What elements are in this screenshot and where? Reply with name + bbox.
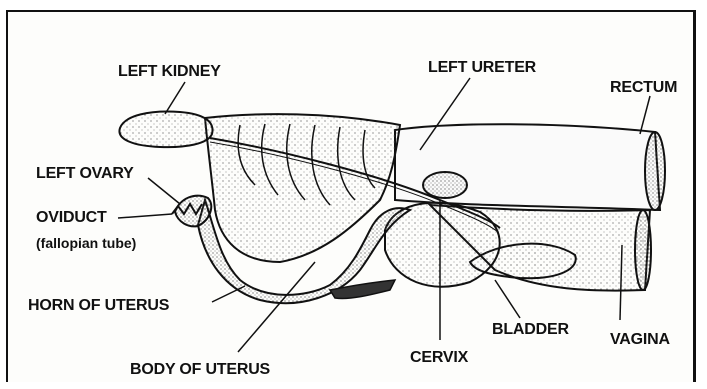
label-fallopian-tube: (fallopian tube) xyxy=(36,235,136,251)
label-body-of-uterus: BODY OF UTERUS xyxy=(130,361,271,378)
label-bladder: BLADDER xyxy=(492,321,569,338)
ovary-shape xyxy=(172,196,211,227)
label-cervix: CERVIX xyxy=(410,349,469,366)
label-left-ovary: LEFT OVARY xyxy=(36,165,134,182)
label-rectum: RECTUM xyxy=(610,79,677,96)
label-left-ureter: LEFT URETER xyxy=(428,59,537,76)
label-oviduct: OVIDUCT xyxy=(36,209,107,226)
label-left-kidney: LEFT KIDNEY xyxy=(118,63,221,80)
label-horn-of-uterus: HORN OF UTERUS xyxy=(28,297,170,314)
left-kidney-shape xyxy=(119,112,212,148)
label-vagina: VAGINA xyxy=(610,331,670,348)
